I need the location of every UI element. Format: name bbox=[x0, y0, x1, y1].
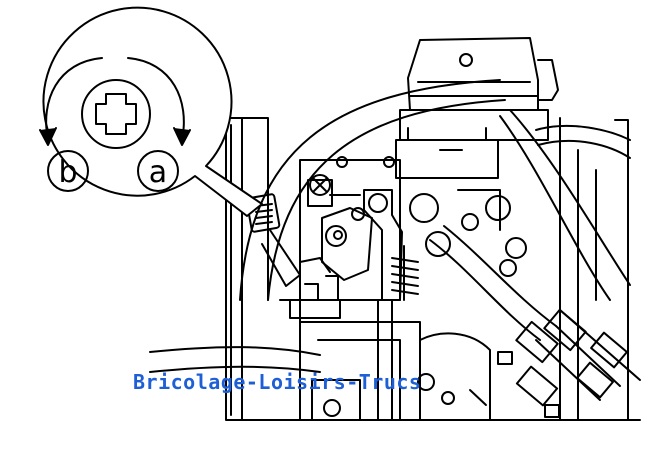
label-b-circle bbox=[47, 150, 89, 192]
carburetor-body bbox=[289, 156, 527, 421]
direction-label-a: a bbox=[149, 155, 167, 190]
watermark-text: Bricolage-Loisirs-Trucs bbox=[133, 370, 421, 394]
label-a-circle bbox=[137, 150, 179, 192]
callout-magnifier bbox=[42, 6, 263, 217]
direction-label-b: b bbox=[58, 155, 77, 190]
callout-screw-icon bbox=[81, 79, 151, 149]
idle-screw bbox=[245, 193, 331, 287]
engine-frame bbox=[225, 37, 641, 421]
rotation-arrows bbox=[39, 57, 191, 146]
hose-clamps bbox=[497, 308, 628, 418]
hose-set bbox=[149, 79, 641, 401]
